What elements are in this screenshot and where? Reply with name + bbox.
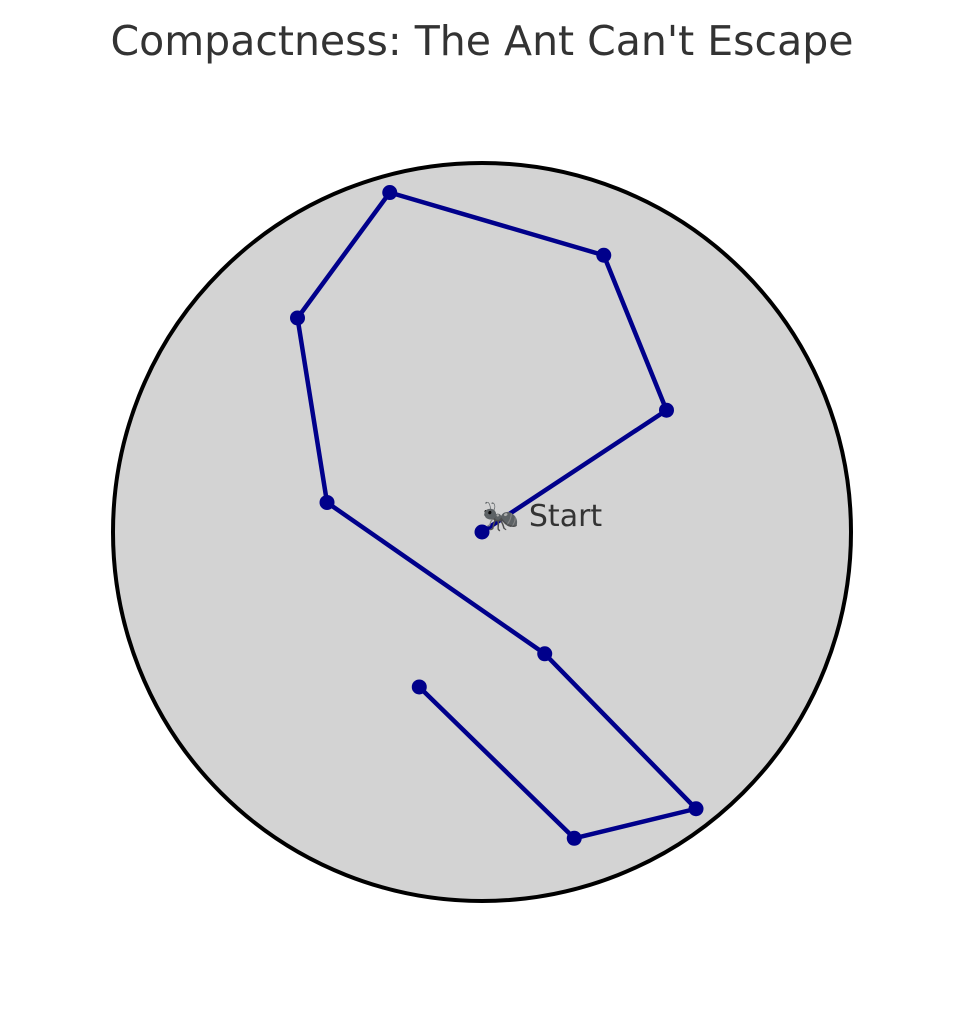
chart-title: Compactness: The Ant Can't Escape: [111, 17, 854, 65]
path-point-1: [474, 524, 490, 540]
path-point-2: [659, 402, 674, 418]
path-segment-8: [572, 806, 699, 841]
annotation-start-label: 🐜 Start: [482, 499, 602, 534]
path-point-4: [382, 185, 398, 201]
path-point-10: [411, 679, 427, 695]
path-point-9: [566, 830, 582, 846]
path-point-6: [319, 494, 335, 510]
path-segment-3: [387, 190, 607, 258]
path-point-8: [688, 801, 704, 817]
path-segment-4: [295, 190, 392, 321]
path-segment-5: [295, 315, 330, 505]
path-segment-9: [417, 684, 577, 841]
path-segment-6: [324, 500, 547, 657]
plot-area: 🐜 Start: [111, 161, 853, 903]
path-point-7: [537, 646, 553, 662]
path-segment-7: [542, 651, 699, 811]
path-point-3: [596, 247, 612, 263]
path-segment-2: [601, 253, 669, 413]
path-segment-1: [479, 407, 669, 535]
path-point-5: [290, 310, 305, 326]
